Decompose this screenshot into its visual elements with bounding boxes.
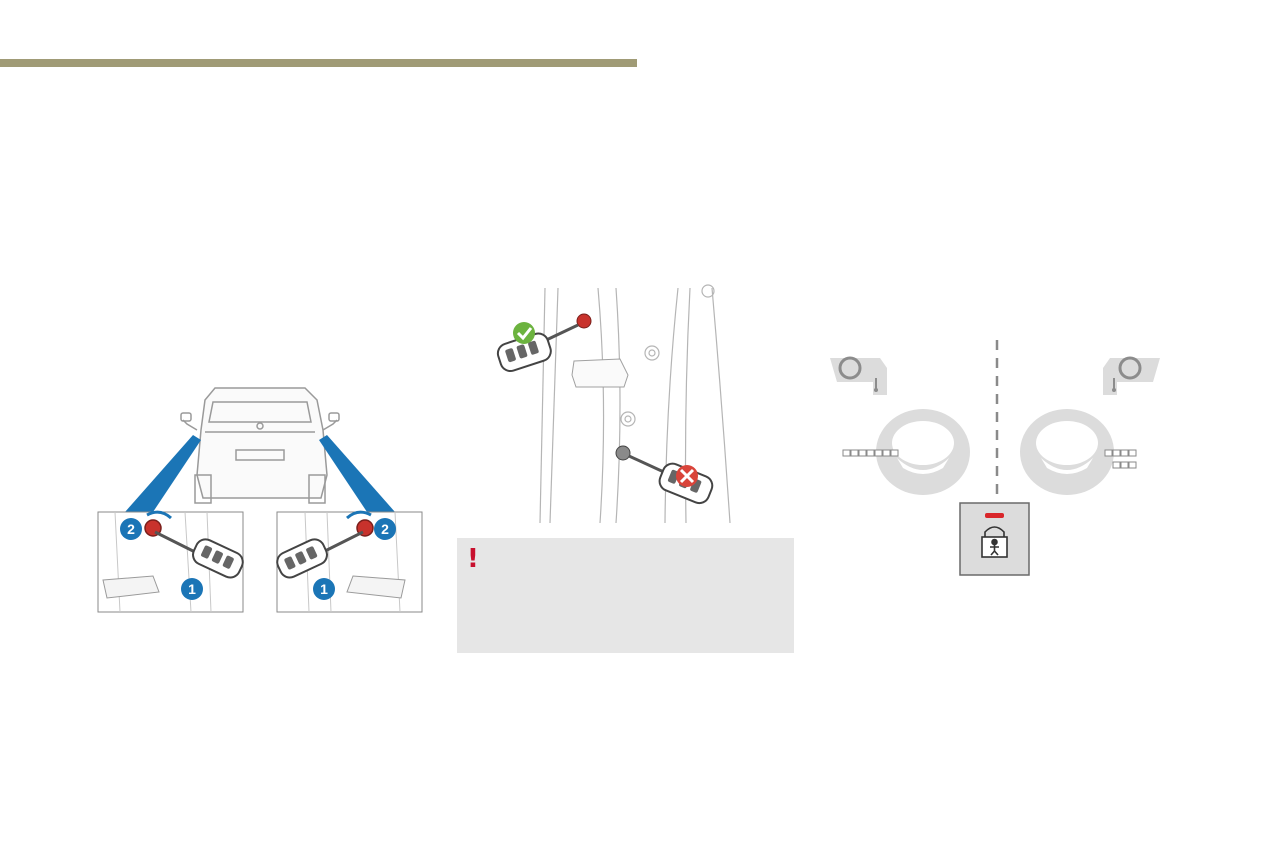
header-bar bbox=[0, 59, 637, 67]
step-badge: 1 bbox=[313, 578, 335, 600]
step-badge-label: 2 bbox=[127, 521, 135, 537]
check-icon bbox=[513, 322, 535, 344]
step-badge: 2 bbox=[374, 518, 396, 540]
step-badge: 2 bbox=[120, 518, 142, 540]
steering-wheel-right bbox=[1020, 409, 1114, 495]
step-badge-label: 1 bbox=[320, 581, 328, 597]
warning-box: ! bbox=[457, 538, 794, 653]
step-badge: 1 bbox=[181, 578, 203, 600]
steering-wheel-left bbox=[876, 409, 970, 495]
child-lock-icon bbox=[981, 526, 1008, 558]
steering-wheel-icon bbox=[1103, 356, 1160, 395]
right-key-inset bbox=[276, 510, 423, 613]
door-key-illustration bbox=[490, 283, 750, 528]
child-lock-illustration bbox=[825, 340, 1165, 580]
lock-indicator bbox=[985, 513, 1004, 518]
car-rear-illustration bbox=[180, 387, 340, 504]
step-badge-label: 2 bbox=[381, 521, 389, 537]
child-lock-switch bbox=[959, 502, 1030, 576]
step-badge-label: 1 bbox=[188, 581, 196, 597]
key-lock-illustration: 2 1 1 2 bbox=[95, 380, 425, 615]
cross-icon bbox=[676, 465, 698, 487]
exclamation-icon: ! bbox=[467, 544, 479, 574]
steering-wheel-icon bbox=[830, 356, 887, 395]
